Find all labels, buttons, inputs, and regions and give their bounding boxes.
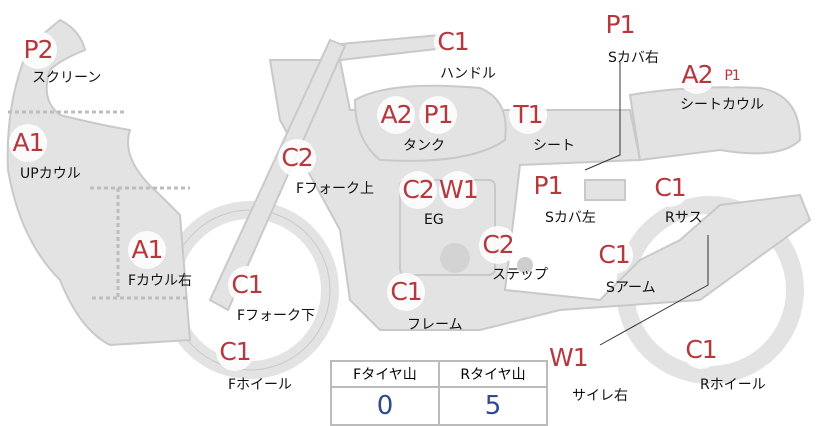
grade-badge-tank: A2 xyxy=(377,96,415,134)
part-label-frame: フレーム xyxy=(407,317,463,333)
part-label-engine: EG xyxy=(424,212,444,228)
grade-badge-f-fork-upper: C2 xyxy=(278,139,316,177)
part-label-swing-arm: Sアーム xyxy=(606,280,656,296)
grade-badge-tank: P1 xyxy=(419,96,457,134)
grade-badge-r-suspension: C1 xyxy=(651,169,689,207)
grade-badge-up-cowl: A1 xyxy=(9,124,47,162)
grade-badge-engine: C2 xyxy=(399,171,437,209)
part-label-seat-cowl: シートカウル xyxy=(680,97,764,113)
part-label-s-cover-left: Sカバ左 xyxy=(545,210,596,226)
grade-badge-s-cover-right: P1 xyxy=(601,6,639,44)
part-label-silencer-right: サイレ右 xyxy=(572,388,628,404)
grade-badge-swing-arm: C1 xyxy=(595,236,633,274)
grade-badge-f-wheel: C1 xyxy=(216,333,254,371)
part-label-s-cover-right: Sカバ右 xyxy=(608,50,659,66)
front-tire-header: Fタイヤ山 xyxy=(330,360,440,388)
part-label-tank: タンク xyxy=(403,138,445,154)
part-label-seat: シート xyxy=(533,138,575,154)
part-label-f-cowl-right: Fカウル右 xyxy=(128,273,193,289)
part-label-up-cowl: UPカウル xyxy=(20,166,81,182)
part-label-r-suspension: Rサス xyxy=(665,210,703,226)
grade-badge-handle: C1 xyxy=(434,23,472,61)
rear-tire-header: Rタイヤ山 xyxy=(438,360,548,388)
part-label-r-wheel: Rホイール xyxy=(700,377,766,393)
grade-badge-step: C2 xyxy=(479,226,517,264)
part-label-handle: ハンドル xyxy=(440,66,496,82)
part-label-screen: スクリーン xyxy=(32,70,102,86)
grade-badge-silencer-right: W1 xyxy=(549,339,589,377)
part-label-f-wheel: Fホイール xyxy=(228,377,293,393)
grade-badge-seat-cowl: P1 xyxy=(721,65,743,87)
front-tire-value: 0 xyxy=(330,386,440,426)
grade-badge-frame: C1 xyxy=(387,273,425,311)
grade-badge-seat: T1 xyxy=(509,96,547,134)
grade-badge-f-cowl-right: A1 xyxy=(128,231,166,269)
part-label-f-fork-lower: Fフォーク下 xyxy=(237,308,316,324)
grade-badge-screen: P2 xyxy=(19,31,57,69)
grade-badge-engine: W1 xyxy=(439,171,479,209)
rear-tire-value: 5 xyxy=(438,386,548,426)
grade-badge-r-wheel: C1 xyxy=(682,331,720,369)
grade-badge-s-cover-left: P1 xyxy=(529,167,567,205)
part-label-step: ステップ xyxy=(492,267,548,283)
part-label-f-fork-upper: Fフォーク上 xyxy=(296,181,375,197)
grade-badge-f-fork-lower: C1 xyxy=(228,266,266,304)
grade-badge-seat-cowl: A2 xyxy=(678,56,716,94)
